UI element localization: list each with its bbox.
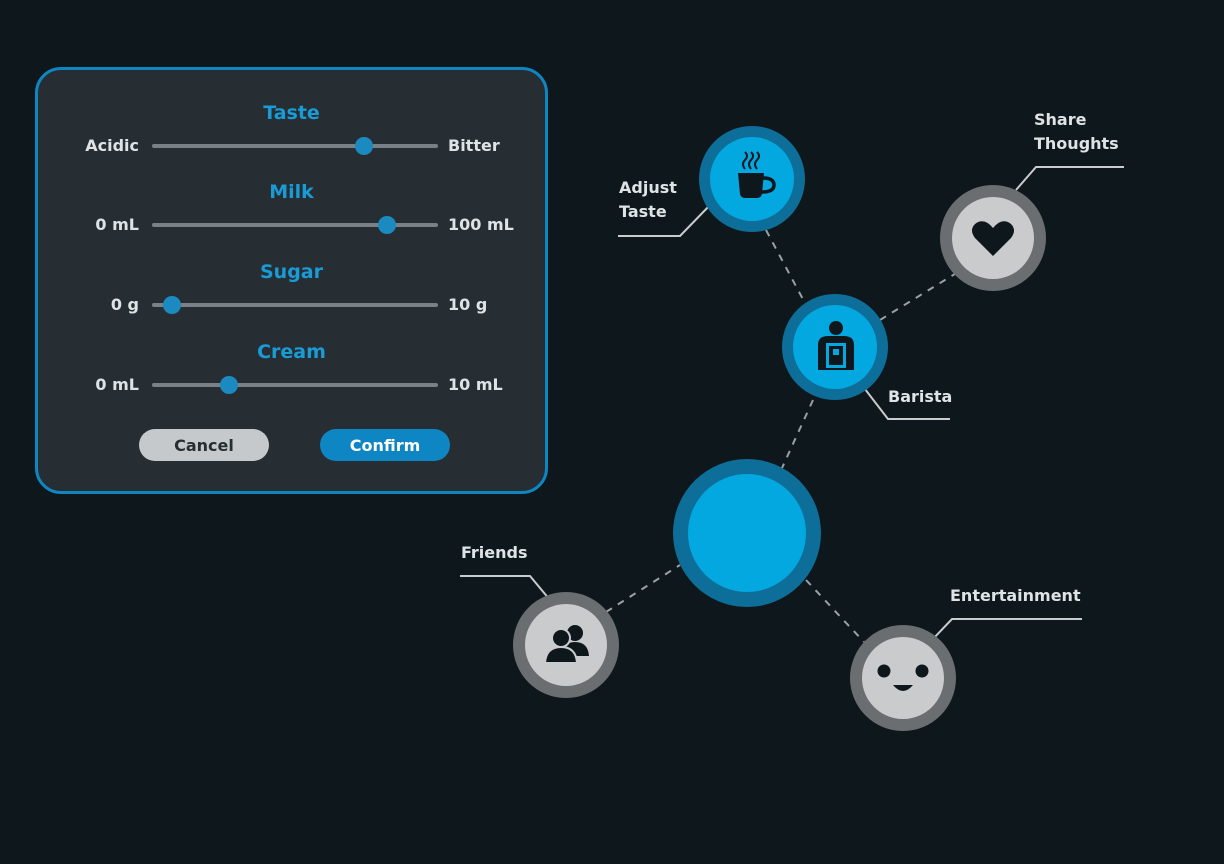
center-hub-node[interactable] — [673, 459, 821, 607]
slider-title: Milk — [269, 181, 314, 203]
milk-slider-track[interactable] — [152, 216, 438, 234]
label-leader-lines — [460, 166, 1124, 641]
entertainment-node[interactable] — [850, 625, 956, 731]
taste-slider-thumb[interactable] — [354, 137, 373, 155]
barista-label: Barista — [888, 387, 953, 406]
coffee-cup-icon — [738, 151, 776, 198]
milk-slider-thumb[interactable] — [377, 216, 396, 234]
people-icon — [543, 625, 589, 664]
adjust-taste-node[interactable] — [699, 126, 805, 232]
barista-node[interactable] — [782, 294, 888, 400]
taste-slider-track[interactable] — [152, 137, 438, 155]
sugar-slider-track[interactable] — [152, 296, 438, 314]
label-line: Adjust — [619, 178, 677, 197]
share-thoughts-node[interactable] — [940, 185, 1046, 291]
label-line: Share — [1034, 110, 1087, 129]
slider-min-label: Acidic — [85, 136, 139, 155]
entertainment-label: Entertainment — [950, 586, 1081, 605]
cream-slider-thumb[interactable] — [220, 376, 239, 394]
barista-icon — [818, 321, 854, 370]
friends-node[interactable] — [513, 592, 619, 698]
slider-title: Taste — [263, 102, 320, 124]
slider-min-label: 0 mL — [95, 375, 139, 394]
label-line: Thoughts — [1034, 134, 1119, 153]
sugar-slider-thumb[interactable] — [163, 296, 182, 314]
confirm-button[interactable]: Confirm — [320, 429, 450, 461]
slider-max-label: 10 g — [448, 295, 488, 314]
cream-slider-track[interactable] — [152, 376, 438, 394]
slider-max-label: Bitter — [448, 136, 500, 155]
slider-min-label: 0 mL — [95, 215, 139, 234]
smiley-icon — [877, 664, 929, 691]
slider-title: Sugar — [259, 261, 323, 283]
friends-label: Friends — [461, 543, 528, 562]
adjust-taste-label: Adjust Taste — [619, 176, 677, 224]
label-line: Taste — [619, 202, 667, 221]
connector-lines — [605, 229, 959, 643]
slider-title: Cream — [257, 341, 326, 363]
preferences-panel: Taste Acidic Bitter Milk 0 mL 100 mL Sug… — [35, 67, 548, 494]
slider-min-label: 0 g — [110, 295, 139, 314]
share-thoughts-label: Share Thoughts — [1034, 108, 1119, 156]
heart-icon — [972, 221, 1014, 256]
slider-max-label: 10 mL — [448, 375, 503, 394]
cancel-button[interactable]: Cancel — [139, 429, 269, 461]
slider-max-label: 100 mL — [448, 215, 514, 234]
